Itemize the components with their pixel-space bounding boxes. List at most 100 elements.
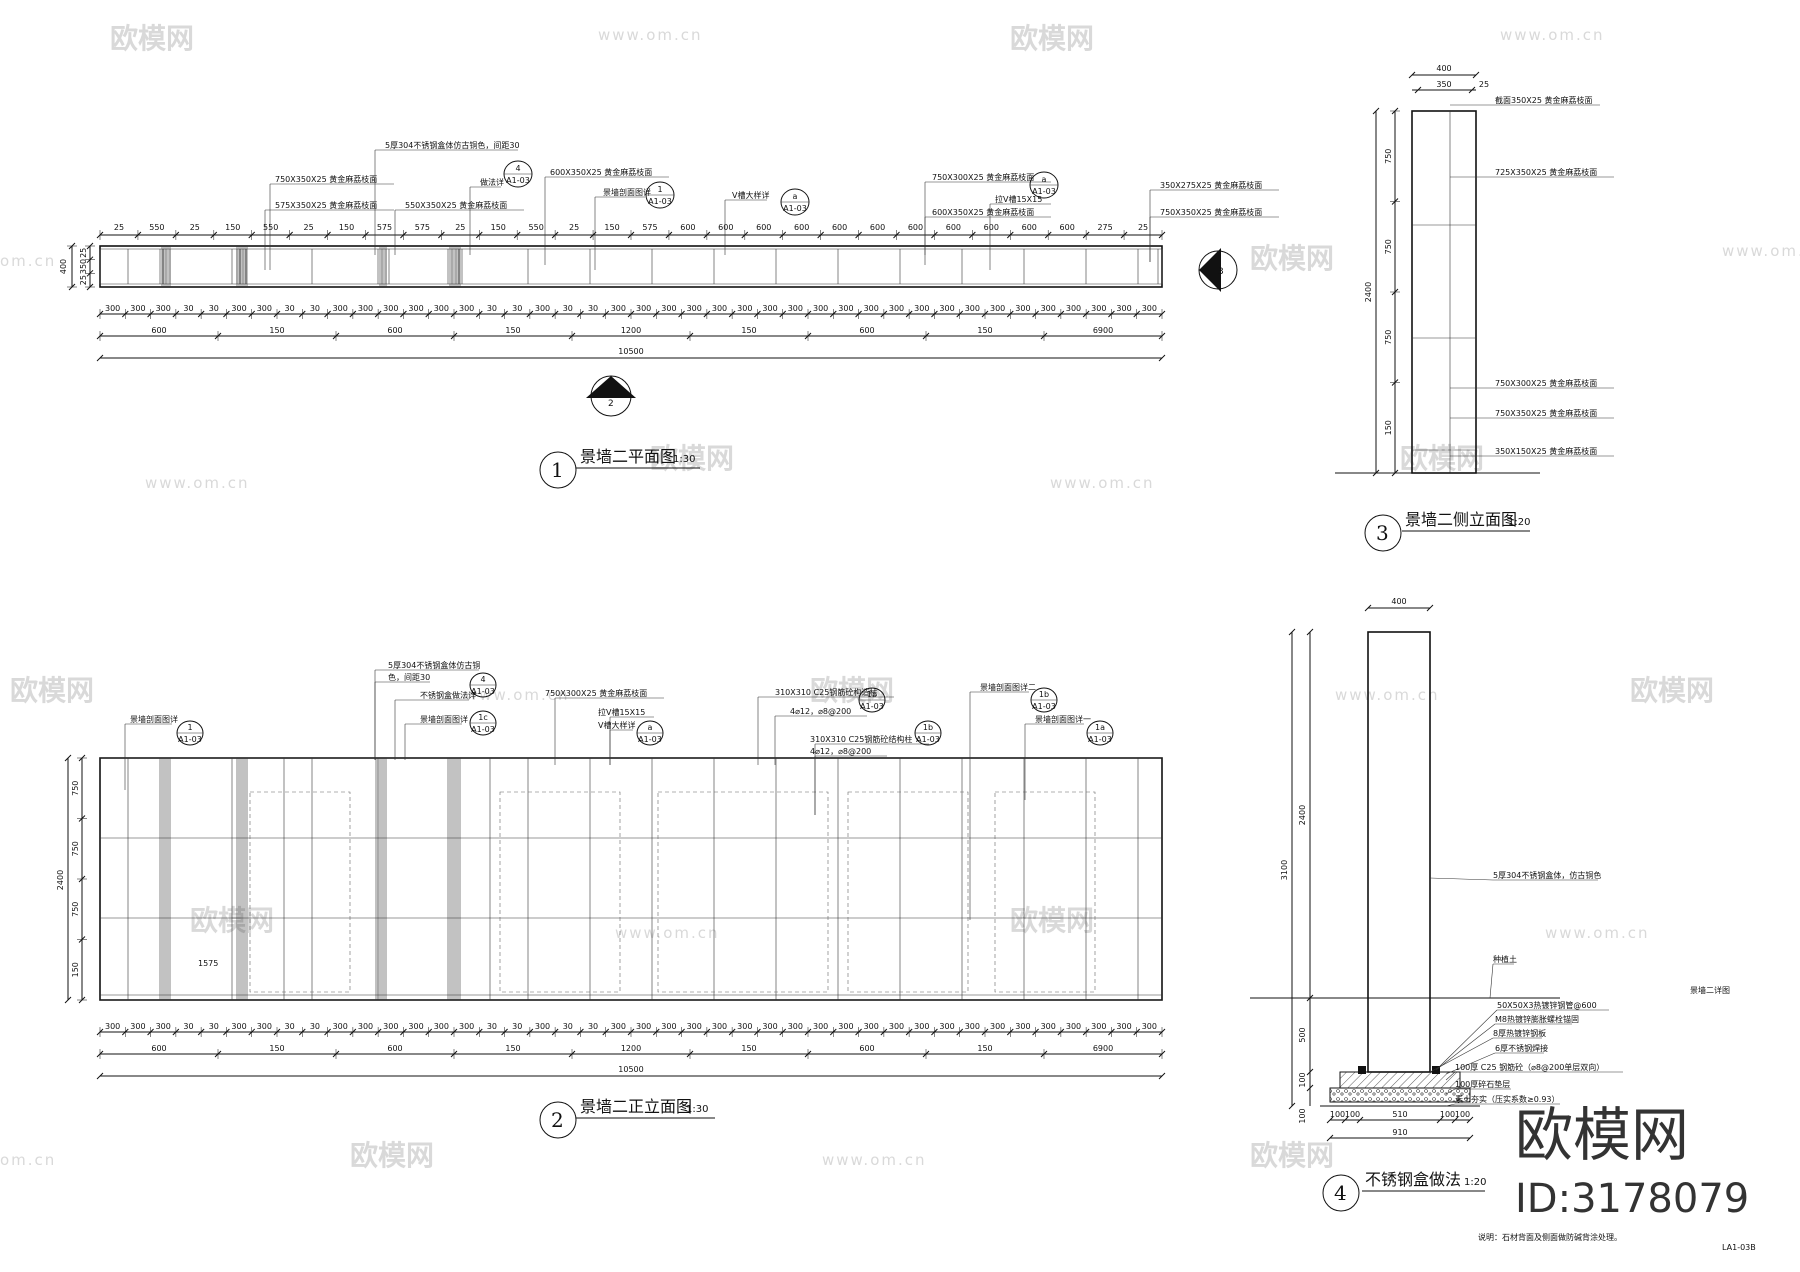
dimension-label: 30 [588, 1022, 598, 1031]
plan-annotation: 750X350X25 黄金麻荔枝面 [275, 174, 377, 184]
dimension-label: 1 [187, 723, 192, 732]
front-annotation: 景墙剖面图详 [420, 714, 468, 724]
dimension-label: 300 [1116, 1022, 1131, 1031]
dimension-label: A1-03 [1032, 702, 1056, 711]
plan-annotation: 575X350X25 黄金麻荔枝面 [275, 200, 377, 210]
dimension-label: 300 [1091, 304, 1106, 313]
dimension-label: 600 [908, 223, 923, 232]
front-annotation: V槽大样详 [598, 720, 635, 730]
dimension-label: 300 [914, 1022, 929, 1031]
dimension-label: A1-03 [471, 725, 495, 734]
dimension-label: 30 [183, 304, 193, 313]
dimension-label: 100 [1440, 1110, 1455, 1119]
dimension-label: A1-03 [1088, 735, 1112, 744]
plan-annotation: 350X275X25 黄金麻荔枝面 [1160, 180, 1262, 190]
front-annotation: 景墙剖面图详一 [1035, 714, 1091, 724]
detail-note: 说明：石材背面及侧面做防碱背涂处理。 [1478, 1232, 1622, 1242]
dimension-label: 600 [1060, 223, 1075, 232]
watermark-url: www.om.cn [1545, 924, 1650, 942]
watermark-brand: 欧模网 [650, 442, 734, 475]
dimension-label: 300 [687, 304, 702, 313]
dimension-label: 350 [1436, 80, 1451, 89]
dimension-label: 300 [408, 1022, 423, 1031]
watermark-url: www.om.cn [598, 26, 703, 44]
plan-callout-bubble: 4A1-03 [503, 160, 533, 188]
detail-side-note: 景墙二详图 [1690, 985, 1730, 995]
detail-annotation: 100厚碎石垫层 [1455, 1079, 1510, 1089]
side-view-title: 景墙二侧立面图 [1405, 510, 1517, 529]
dimension-label: 750 [1384, 330, 1393, 345]
front-panel-lines [100, 757, 1162, 1001]
front-callout-bubble: 1A1-03 [176, 720, 204, 746]
dimension-label: 6900 [1093, 326, 1113, 335]
watermark-url: www.om.cn [822, 1151, 927, 1169]
dimension-label: 150 [505, 326, 520, 335]
side-title-block: 3 景墙二侧立面图 1:20 [1364, 510, 1530, 552]
front-annotation: 色，间距30 [388, 672, 430, 682]
dimension-label: 150 [269, 326, 284, 335]
dimension-label: 600 [870, 223, 885, 232]
plan-view-number: 1 [551, 458, 564, 482]
dimension-label: 300 [1066, 1022, 1081, 1031]
dimension-label: 400 [1391, 597, 1406, 606]
dimension-label: 300 [257, 1022, 272, 1031]
plan-callout-bubble: aA1-03 [1029, 171, 1059, 199]
detail-view-title: 不锈钢盒做法 [1365, 1170, 1461, 1189]
dimension-label: 30 [588, 304, 598, 313]
section-marker-2-label: 2 [608, 399, 614, 409]
front-annotation: 5厚304不锈钢盒体仿古铜 [388, 660, 480, 670]
dimension-label: 25 [114, 223, 124, 232]
dimension-label: 550 [529, 223, 544, 232]
dimension-label: 25 [569, 223, 579, 232]
dimension-label: 750 [71, 781, 80, 796]
dimension-label: 300 [737, 304, 752, 313]
dimension-label: 150 [269, 1044, 284, 1053]
front-annotation: 4⌀12，⌀8@200 [790, 707, 851, 716]
dimension-label: 300 [130, 304, 145, 313]
dimension-label: 300 [434, 1022, 449, 1031]
front-annotation: 750X300X25 黄金麻荔枝面 [545, 688, 647, 698]
dimension-label: 1b [867, 690, 877, 699]
watermark-brand: 欧模网 [1400, 442, 1484, 475]
dimension-label: A1-03 [471, 687, 495, 696]
plan-title-block: 1 景墙二平面图 1:30 [539, 447, 700, 489]
dimension-label: 150 [741, 1044, 756, 1053]
section-marker-3-label: 3 [1218, 267, 1224, 277]
watermark-brand: 欧模网 [1250, 242, 1334, 275]
watermark-url-tail: om.cn [0, 252, 56, 270]
dimension-label: 30 [512, 304, 522, 313]
front-view-number: 2 [551, 1108, 564, 1132]
dimension-label: 150 [604, 223, 619, 232]
dimension-label: 30 [487, 304, 497, 313]
dimension-label: 300 [257, 304, 272, 313]
dimension-label: 100 [1330, 1110, 1345, 1119]
plan-annotation: 做法详 [480, 177, 504, 187]
side-annotation: 截面350X25 黄金麻荔枝面 [1495, 95, 1592, 105]
detail-annotation: 100厚 C25 钢筋砼（⌀8@200单层双向） [1455, 1062, 1604, 1072]
dimension-label: 25 [1138, 223, 1148, 232]
front-annotation: 不锈钢盒做法详 [420, 690, 476, 700]
dimension-label: 600 [859, 1044, 874, 1053]
dimension-label: 300 [383, 304, 398, 313]
watermark-brand: 欧模网 [1010, 22, 1094, 55]
dimension-label: 1200 [621, 1044, 641, 1053]
dimension-label: A1-03 [506, 176, 530, 185]
dimension-label: 300 [1116, 304, 1131, 313]
brand-id-text: ID:3178079 [1515, 1176, 1749, 1222]
dimension-label: 30 [285, 1022, 295, 1031]
dimension-label: 100 [1455, 1110, 1470, 1119]
dimension-label: 300 [636, 304, 651, 313]
detail-annotation: 50X50X3热镀锌钢管@600 [1497, 1000, 1597, 1010]
dimension-label: 300 [459, 1022, 474, 1031]
dimension-label: 150 [491, 223, 506, 232]
dimension-label: 600 [832, 223, 847, 232]
dimension-label: 300 [1066, 304, 1081, 313]
dimension-label: 300 [611, 304, 626, 313]
